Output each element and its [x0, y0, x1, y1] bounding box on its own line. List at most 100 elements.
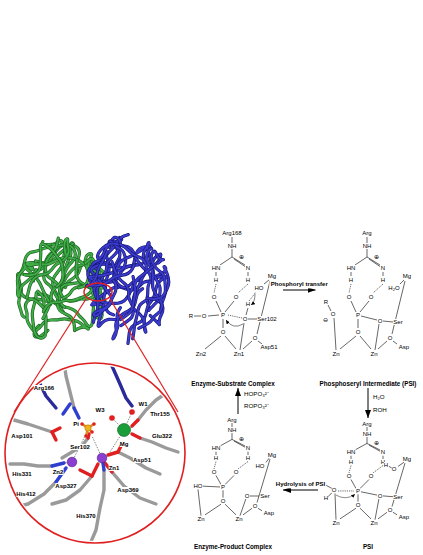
residue-label: Arg166	[34, 385, 54, 391]
residue-stick	[92, 464, 98, 476]
atom-label: HO	[194, 483, 203, 489]
atom-label: Zn1	[234, 351, 244, 357]
chemical-bond	[250, 496, 259, 497]
atom-label: O	[243, 316, 248, 322]
atom-label: O	[369, 473, 374, 479]
atom-label: O	[378, 318, 383, 324]
chemical-bond	[194, 316, 201, 317]
chemical-bond	[248, 272, 249, 276]
residue-label: Zn2	[53, 469, 64, 475]
atom-label: P	[221, 484, 225, 490]
residue-stick	[80, 470, 92, 476]
atom-label: R	[189, 313, 193, 319]
atom-label: Zn	[235, 516, 242, 522]
chemical-bond	[358, 319, 359, 328]
chemical-bond	[360, 480, 369, 489]
atom-label: Asp	[399, 514, 409, 520]
atom-label: H	[246, 301, 250, 307]
chemical-bond	[360, 508, 371, 519]
chemical-bond	[361, 316, 377, 320]
chemical-bond	[232, 433, 233, 440]
chemical-bond	[240, 323, 244, 350]
chemical-bond	[360, 301, 369, 312]
chemical-bond	[355, 443, 367, 450]
chemical-bond	[203, 486, 220, 488]
complex-name: Enzyme-Substrate Complex	[190, 380, 275, 387]
atom-label: NH	[228, 243, 237, 249]
inset-circle	[5, 363, 185, 543]
atom-label: H	[384, 462, 388, 468]
residue-label: Asp51	[133, 457, 151, 463]
atom-label: Asp	[264, 510, 274, 516]
chemical-bond	[367, 437, 368, 444]
reagent-label: ROPO₃²⁻	[244, 403, 269, 409]
chemical-structure	[194, 237, 270, 350]
hydrogen-bond	[228, 315, 242, 318]
atom-label: NH	[363, 243, 372, 249]
atom-label: H	[246, 277, 250, 283]
atom-label: O	[378, 493, 383, 499]
step-label: Hydrolysis of PSI	[275, 481, 326, 488]
residue-label: W1	[139, 401, 148, 407]
electron-arrow	[226, 320, 243, 326]
hydrogen-bond	[214, 284, 216, 293]
residue-stick	[132, 434, 140, 438]
complex-name: PSI	[362, 543, 374, 550]
atom-label: H	[214, 455, 218, 461]
chemical-bond	[393, 341, 397, 344]
atom-label: Zn2	[196, 351, 206, 357]
zoom-callout	[5, 283, 185, 543]
residue-label: Ser102	[70, 444, 90, 450]
residue-label: Glu322	[152, 433, 172, 439]
chemical-bond	[369, 259, 380, 267]
oxygen-atom	[90, 430, 94, 434]
atom-label: P	[356, 312, 360, 318]
chemical-bond	[220, 257, 232, 265]
atom-label: ⊕	[239, 254, 244, 260]
atom-label: Arg	[227, 417, 236, 423]
atom-label: NH	[228, 427, 237, 433]
atom-label: ⊕	[374, 440, 379, 446]
reagent-label: ROH	[373, 407, 387, 413]
chemical-bond	[266, 458, 269, 462]
residue-label: Mg	[120, 441, 129, 447]
residue-stick	[103, 463, 104, 470]
protein-ribbon	[17, 235, 168, 344]
chemical-bond	[243, 341, 252, 349]
residue-label: Asp327	[55, 483, 76, 489]
hydrogen-bond	[338, 490, 354, 491]
chemical-bond	[375, 324, 379, 350]
chemical-bond	[258, 508, 262, 510]
atom-label: O	[202, 313, 207, 319]
ribbon-strand	[24, 244, 63, 286]
ribbon-strand	[36, 319, 89, 337]
chemical-bond	[361, 492, 377, 495]
residue-stick	[63, 404, 70, 414]
chemical-structure	[198, 423, 270, 516]
reagent-label: HOPO₃²⁻	[244, 391, 269, 397]
complex-name: Enzyme-Product Complex	[193, 543, 273, 550]
atom-label: O	[331, 311, 336, 317]
atom-label: N	[246, 445, 250, 451]
atom-label: Zn	[370, 520, 377, 526]
hydrogen-bond	[349, 284, 351, 293]
hydrogen-bond	[238, 462, 248, 469]
chemical-bond	[392, 463, 405, 506]
atom-label: H	[246, 455, 250, 461]
reagent-label: H₂O	[373, 394, 385, 400]
chemical-bond	[334, 318, 336, 350]
atom-label: HN	[212, 445, 221, 451]
chemical-bond	[358, 494, 359, 501]
atom-label: O	[388, 507, 393, 513]
chemical-bond	[216, 301, 221, 312]
atom-label: H₂O	[388, 285, 399, 291]
residue-stick	[88, 434, 89, 438]
atom-label: Ser	[393, 319, 402, 325]
active-site-marker	[84, 283, 112, 301]
chemical-bond	[225, 504, 236, 515]
residue-stick	[52, 432, 56, 440]
chemical-bond	[393, 512, 397, 514]
ribbon-strand	[87, 252, 134, 286]
atom-label: O	[356, 329, 361, 335]
reaction-arrow	[283, 290, 316, 291]
